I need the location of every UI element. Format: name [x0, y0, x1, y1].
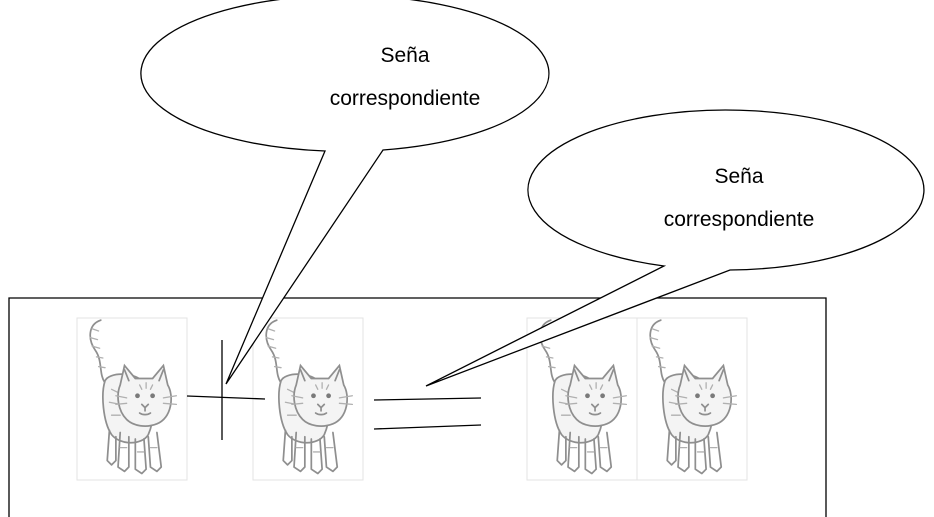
figure-frame	[8, 297, 827, 517]
equals-sign	[373, 397, 482, 430]
cat-card-4	[636, 317, 748, 481]
cat-card-2	[252, 317, 364, 481]
bubble-2-line-1: Seña	[714, 165, 763, 188]
bubble-outline	[425, 109, 925, 387]
cat-card-1	[76, 317, 188, 481]
bubble-1-line-1: Seña	[380, 44, 429, 67]
plus-sign	[186, 340, 266, 440]
bubble-1-line-2: correspondiente	[330, 87, 481, 110]
bubble-outline	[140, 0, 550, 385]
speech-bubble-1: Seña correspondiente	[140, 0, 550, 385]
speech-bubble-2: Seña correspondiente	[425, 109, 925, 387]
cat-card-3	[526, 317, 638, 481]
bubble-2-line-2: correspondiente	[664, 208, 815, 231]
